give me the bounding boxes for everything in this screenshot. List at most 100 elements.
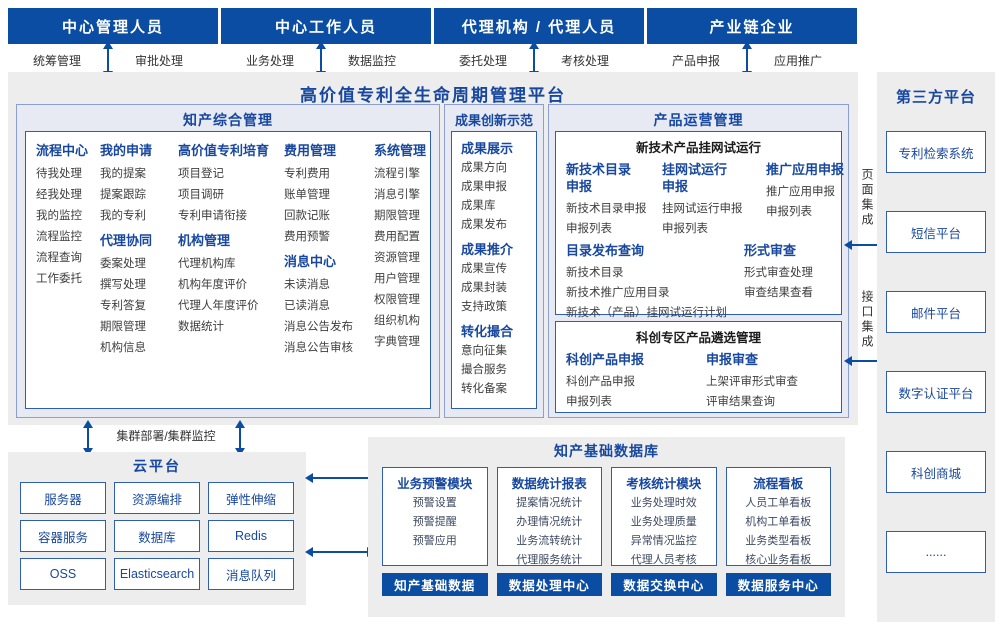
group-items: 专利费用账单管理回款记账费用预警	[284, 164, 374, 248]
actor-role-left: 统筹管理	[32, 54, 81, 68]
menu-item: 我的提案	[100, 168, 146, 180]
group-heading: 新技术目录申报	[566, 162, 632, 194]
menu-item: 代理机构库	[178, 258, 236, 270]
actor-group: 中心管理人员 统筹管理 审批处理	[8, 8, 218, 79]
actor-role-left: 业务处理	[245, 54, 294, 68]
cloud-service-box: 服务器	[20, 482, 106, 514]
menu-item: 新技术（产品）挂网试运行计划	[566, 307, 727, 319]
menu-item: 推广应用申报	[766, 186, 835, 198]
actor-role-left: 产品申报	[671, 54, 720, 68]
actor-group: 产业链企业 产品申报 应用推广	[647, 8, 857, 79]
trial-columns: 新技术目录申报 新技术目录申报申报列表 挂网试运行申报 挂网试运行申报申报列表 …	[556, 156, 844, 239]
catalog-block: 目录发布查询 新技术目录新技术推广应用目录 新技术（产品）挂网试运行计划	[566, 239, 744, 323]
menu-group: 系统管理 流程引擎消息引擎期限管理费用配置资源管理用户管理权限管理组织机构字典管…	[374, 142, 430, 353]
review-block: 形式审查 形式审查处理审查结果查看	[744, 239, 835, 323]
menu-item: 撰写处理	[100, 279, 146, 291]
group-heading: 挂网试运行申报	[662, 162, 728, 194]
selection-subsection: 科创专区产品遴选管理 科创产品申报 科创产品申报申报列表 申报审查 上架评审形式…	[555, 321, 842, 413]
menu-item: 机构年度评价	[178, 279, 247, 291]
group-heading: 转化撮合	[461, 324, 514, 339]
double-arrow-icon	[844, 240, 886, 250]
menu-item: 项目调研	[178, 189, 224, 201]
menu-item: 用户管理	[374, 273, 420, 285]
third-party-box: ......	[886, 531, 986, 573]
subsection-title: 科创专区产品遴选管理	[635, 331, 761, 345]
menu-group: 成果展示 成果方向成果申报成果库成果发布	[461, 140, 536, 235]
menu-item: 期限管理	[374, 210, 420, 222]
database-module-box: 业务预警模块 预警设置预警提醒预警应用	[382, 467, 488, 566]
menu-item: 申报列表	[662, 223, 708, 235]
module-heading: 考核统计模块	[626, 477, 702, 491]
menu-item: 成果申报	[461, 181, 507, 193]
double-arrow-icon	[742, 41, 752, 79]
menu-group: 代理协同 委案处理撰写处理专利答复期限管理机构信息	[100, 232, 178, 359]
database-module-box: 数据统计报表 提案情况统计办理情况统计业务流转统计代理服务统计	[496, 467, 602, 566]
cloud-service-box: 数据库	[114, 520, 200, 552]
menu-item: 我的专利	[100, 210, 146, 222]
group-items: 形式审查处理审查结果查看	[744, 263, 835, 303]
group-heading: 流程中心	[36, 143, 89, 158]
section-achievement: 成果创新示范 成果展示 成果方向成果申报成果库成果发布 成果推介 成果宣传成果封…	[444, 104, 544, 418]
menu-item: 业务处理质量	[630, 516, 697, 528]
module-heading: 数据统计报表	[511, 477, 587, 491]
menu-group: 消息中心 未读消息已读消息消息公告发布消息公告审核	[284, 253, 374, 359]
actor-title: 中心工作人员	[221, 8, 431, 44]
menu-item: 异常情况监控	[630, 535, 697, 547]
menu-item: 新技术推广应用目录	[566, 287, 670, 299]
database-column: 流程看板 人员工单看板机构工单看板业务类型看板核心业务看板 数据服务中心	[725, 467, 831, 596]
double-arrow-icon	[235, 420, 245, 456]
third-party-box: 短信平台	[886, 211, 986, 253]
group-items: 委案处理撰写处理专利答复期限管理机构信息	[100, 254, 178, 359]
menu-column: 流程中心 待我处理经我处理我的监控流程监控流程查询工作委托	[36, 140, 100, 408]
double-arrow-icon	[316, 41, 326, 79]
menu-group: 成果推介 成果宣传成果封装支持政策	[461, 241, 536, 317]
group-items: 挂网试运行申报申报列表	[662, 199, 766, 239]
menu-column: 挂网试运行申报 挂网试运行申报申报列表	[662, 158, 766, 239]
double-arrow-icon	[103, 41, 113, 79]
menu-item: 我的监控	[36, 210, 82, 222]
catalog-row1: 新技术目录新技术推广应用目录	[566, 263, 744, 303]
menu-item: 消息公告发布	[284, 321, 353, 333]
group-heading: 我的申请	[100, 143, 153, 158]
cloud-service-box: OSS	[20, 558, 106, 590]
menu-item: 上架评审形式审查	[706, 376, 798, 388]
menu-item: 账单管理	[284, 189, 330, 201]
menu-item: 未读消息	[284, 279, 330, 291]
menu-column: 科创产品申报 科创产品申报申报列表	[566, 348, 706, 412]
actor-title: 产业链企业	[647, 8, 857, 44]
cloud-service-box: 资源编排	[114, 482, 200, 514]
menu-item: 申报列表	[766, 206, 812, 218]
third-party-title: 第三方平台	[895, 89, 976, 106]
menu-item: 期限管理	[100, 321, 146, 333]
menu-item: 科创产品申报	[566, 376, 635, 388]
menu-item: 申报列表	[566, 396, 612, 408]
double-arrow-icon	[844, 356, 886, 366]
menu-item: 专利答复	[100, 300, 146, 312]
cloud-service-box: 容器服务	[20, 520, 106, 552]
menu-item: 申报列表	[566, 223, 612, 235]
section-ip-body: 流程中心 待我处理经我处理我的监控流程监控流程查询工作委托 我的申请 我的提案提…	[25, 131, 431, 409]
menu-item: 消息公告审核	[284, 342, 353, 354]
database-center-bar: 知产基础数据	[382, 573, 488, 596]
section-title: 产品运营管理	[653, 112, 744, 128]
menu-group: 高价值专利培育 项目登记项目调研专利申请衔接	[178, 142, 284, 227]
menu-item: 办理情况统计	[516, 516, 583, 528]
menu-item: 项目登记	[178, 168, 224, 180]
menu-item: 预警设置	[412, 497, 457, 509]
menu-item: 费用配置	[374, 231, 420, 243]
menu-item: 字典管理	[374, 336, 420, 348]
menu-item: 已读消息	[284, 300, 330, 312]
menu-item: 新技术目录	[566, 267, 624, 279]
cloud-service-box: 消息队列	[208, 558, 294, 590]
third-party-box: 专利检索系统	[886, 131, 986, 173]
third-party-list: 专利检索系统短信平台邮件平台数字认证平台科创商城......	[877, 131, 995, 573]
actor-title: 代理机构 / 代理人员	[434, 8, 644, 44]
page-integration-label: 页面集成	[860, 168, 874, 228]
actor-role-right: 应用推广	[773, 54, 822, 68]
actor-group: 中心工作人员 业务处理 数据监控	[221, 8, 431, 79]
group-items: 我的提案提案跟踪我的专利	[100, 164, 178, 227]
group-items: 科创产品申报申报列表	[566, 372, 706, 412]
menu-item: 支持政策	[461, 301, 507, 313]
